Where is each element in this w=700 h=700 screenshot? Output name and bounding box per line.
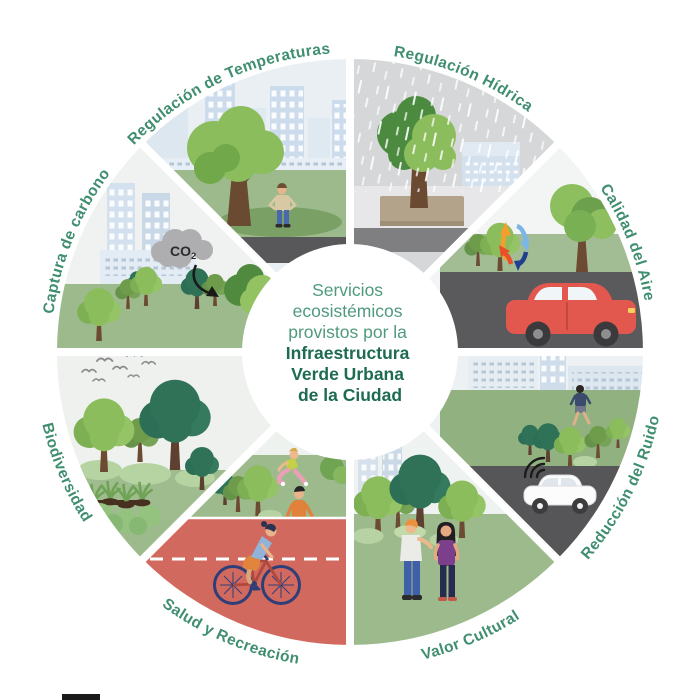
standing-person <box>268 183 297 228</box>
center-circle <box>242 244 458 460</box>
lunging-woman <box>276 447 309 487</box>
man-talking <box>400 519 433 600</box>
rain <box>350 59 558 192</box>
co2-label: CO2 <box>170 243 196 262</box>
woman-talking <box>433 522 460 601</box>
air-cycle-icon <box>499 222 529 271</box>
big-shade-tree <box>187 106 284 226</box>
white-car <box>523 474 597 514</box>
red-car <box>506 283 636 347</box>
tree-planter <box>380 196 464 226</box>
walking-person <box>569 385 592 426</box>
co2-cloud: CO2 <box>151 229 213 268</box>
sound-waves <box>523 456 546 479</box>
bottom-left-mark <box>62 694 100 700</box>
center-title: Servicios ecosistémicos provistos por la… <box>286 280 414 405</box>
cyclist <box>213 521 301 605</box>
big-tree <box>550 184 617 272</box>
